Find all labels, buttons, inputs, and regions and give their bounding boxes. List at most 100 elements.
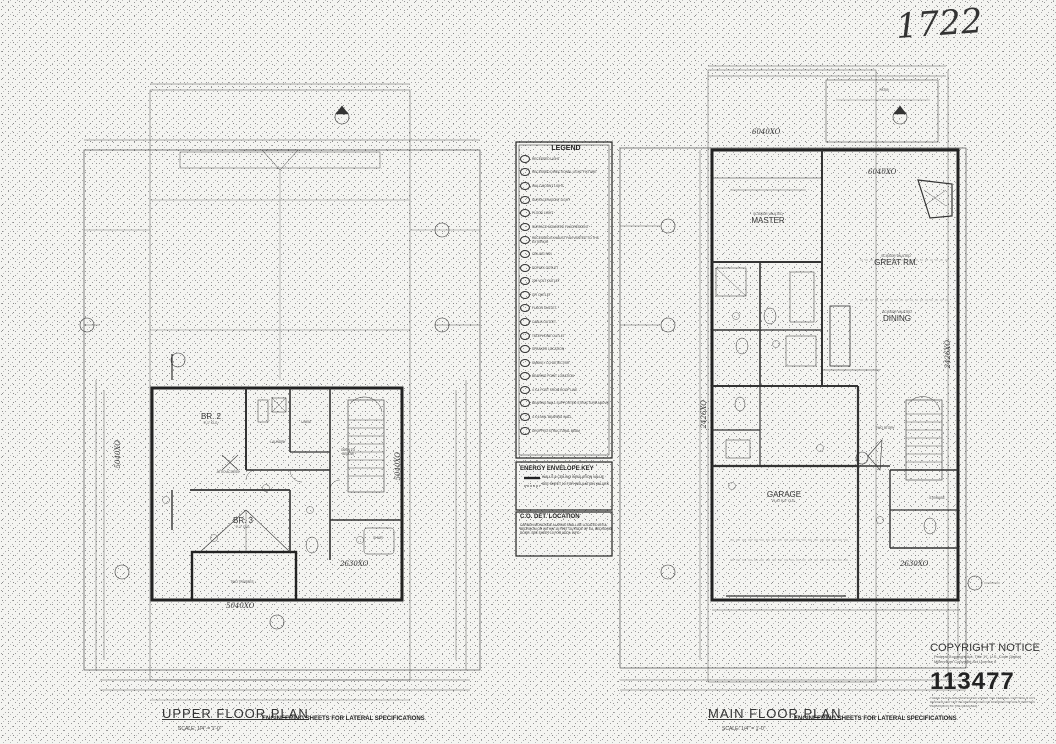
plan-number: 113477 xyxy=(930,668,1015,695)
legend-symbol-icon xyxy=(520,304,530,313)
legend-symbol-icon xyxy=(520,263,530,272)
legend-symbol-icon xyxy=(520,168,530,177)
energy-key-item: SEE SHEET 10 FOR INSULATION VALUES xyxy=(542,482,609,486)
room-name: BR. 3 xyxy=(232,516,253,525)
room-dining: SCISSOR VAULTED DINING xyxy=(872,310,922,323)
legend-item-label: RECESSED LIGHT xyxy=(532,156,560,161)
legend-item: DUPLEX OUTLET xyxy=(520,261,612,275)
label-shower: SHWR xyxy=(373,536,383,540)
main-roof-outline xyxy=(619,147,967,669)
room-br2: BR. 2 9'-1" CLG. xyxy=(186,412,236,425)
legend-item-label: 4 X 4 POST FROM ROOF LINE xyxy=(532,387,578,392)
legend-item-label: BEARING WALL SUPPORTED STRUCTURE ABOVE xyxy=(532,401,609,406)
legend-item-label: RECESSED DIRECTIONAL LIGHT FIXTURE xyxy=(532,170,597,175)
legend-symbol-icon xyxy=(520,358,530,367)
window-callout: 5040XO xyxy=(226,602,255,610)
legend-symbol-icon xyxy=(520,317,530,326)
label-storage: STORAGE xyxy=(929,496,945,500)
room-name: MASTER xyxy=(751,216,785,225)
main-plan-title: MAIN FLOOR PLAN xyxy=(708,706,842,721)
legend-symbol-icon xyxy=(520,413,530,422)
legend-item: 4 X 4 POST FROM ROOF LINE xyxy=(520,383,612,397)
legend-item-label: BEARING POINT LOCATION xyxy=(532,374,574,379)
legend-symbol-icon xyxy=(520,372,530,381)
legend-item: TELEPHONE OUTLET xyxy=(520,329,612,343)
legend-item-label: CABLE OUTLET xyxy=(532,319,556,324)
label-open-to-below: OPEN TO BELOW xyxy=(340,448,356,456)
room-name: DINING xyxy=(883,314,911,323)
legend-frame xyxy=(515,141,613,557)
legend-item: SURFACE MOUNTED FLUORESCENT xyxy=(520,220,612,234)
legend-item: CEILING FAN xyxy=(520,247,612,261)
room-name: BR. 2 xyxy=(200,412,221,421)
room-master: SCISSOR VAULTED MASTER xyxy=(742,212,794,225)
room-garage: GARAGE FLAT 9'-0" CLG. xyxy=(756,490,812,503)
main-plan-drawing xyxy=(619,65,1000,691)
upper-engineering-note: ENGINEERING SHEETS FOR LATERAL SPECIFICA… xyxy=(262,716,425,722)
copyright-text: Federal Copyright Act, Title 17, U.S. Co… xyxy=(934,654,1021,664)
window-callout: 6040XO xyxy=(868,168,897,176)
legend-item: FLOOR OUTLET xyxy=(520,302,612,316)
legend-item: DROPPED STRUCTURAL BEAM xyxy=(520,424,612,438)
legend-symbol-icon xyxy=(520,181,530,190)
legend-item-label: CEILING FAN xyxy=(532,251,552,256)
legend-item-label: SMOKE / CO DETECTOR xyxy=(532,360,570,365)
legend-item: WALL-MOUNT LIGHT xyxy=(520,179,612,193)
window-callout: 2426XO xyxy=(944,340,952,369)
room-name: GARAGE xyxy=(766,490,802,499)
legend-symbol-icon xyxy=(520,236,530,245)
legend-item-label: DROPPED STRUCTURAL BEAM xyxy=(532,428,580,433)
legend-item-label: 4 X 6 MIN. BEARING WALL xyxy=(532,415,572,420)
energy-envelope-key: ENERGY ENVELOPE KEY WALLS & CEILING INSU… xyxy=(520,466,612,486)
room-name: GREAT RM. xyxy=(874,258,918,267)
legend-item-label: RECESSED EXHAUST FAN VENTED TO THE EXTER… xyxy=(532,236,599,245)
window-callout: 5040XO xyxy=(394,452,402,481)
legend-item-label: FLOOR OUTLET xyxy=(532,306,557,311)
window-callout: 2426XO xyxy=(700,400,708,429)
legend-symbol-icon xyxy=(520,209,530,218)
room-ceiling: SCISSOR VAULTED xyxy=(881,254,911,258)
room-br3: BR. 3 9'-1" CLG. xyxy=(218,516,268,529)
room-ceiling: FLAT 9'-0" CLG. xyxy=(772,499,796,503)
legend-item-label: FLOOD LIGHT xyxy=(532,211,554,216)
window-callout: 2630XO xyxy=(340,560,369,568)
legend-item-label: SURFACE MOUNTED FLUORESCENT xyxy=(532,224,589,229)
legend-item: SPEAKER LOCATION xyxy=(520,342,612,356)
legend-item-label: WALL-MOUNT LIGHT xyxy=(532,183,564,188)
legend-symbol-icon xyxy=(520,249,530,258)
legend-item-label: 220 VOLT OUTLET xyxy=(532,279,560,284)
window-callout: 5040XO xyxy=(114,440,122,469)
legend-item-label: TELEPHONE OUTLET xyxy=(532,333,565,338)
energy-key-item: WALLS & CEILING INSULATION VALUE xyxy=(542,475,604,479)
copyright-title: COPYRIGHT NOTICE xyxy=(930,642,1040,654)
room-ceiling: SCISSOR VAULTED xyxy=(882,310,912,314)
window-callout: 2630XO xyxy=(900,560,929,568)
copyright-notice: COPYRIGHT NOTICE Federal Copyright Act, … xyxy=(930,642,1052,708)
legend-item: RECESSED DIRECTIONAL LIGHT FIXTURE xyxy=(520,166,612,180)
legend-item: 220 VOLT OUTLET xyxy=(520,274,612,288)
room-ceiling: 9'-1" CLG. xyxy=(235,525,251,529)
main-plan-scale: SCALE: 1/4" = 1'-0" xyxy=(722,726,766,732)
co-detector-location: C.O. DET. LOCATION CARBON MONOXIDE ALARM… xyxy=(520,514,612,535)
co-location-text: CARBON MONOXIDE ALARMS SHALL BE LOCATED … xyxy=(520,523,612,535)
legend-item: FLOOD LIGHT xyxy=(520,206,612,220)
legend-item: 4 X 6 MIN. BEARING WALL xyxy=(520,410,612,424)
legend-items: RECESSED LIGHT RECESSED DIRECTIONAL LIGHT… xyxy=(520,152,612,437)
legend-item: SMOKE / CO DETECTOR xyxy=(520,356,612,370)
legend-item-label: DUPLEX OUTLET xyxy=(532,265,559,270)
legend-symbol-icon xyxy=(520,195,530,204)
label-laundry: LAUNDRY xyxy=(270,440,286,444)
legend-item: RECESSED EXHAUST FAN VENTED TO THE EXTER… xyxy=(520,234,612,248)
legend-symbol-icon xyxy=(520,345,530,354)
label-two-trusses: TWO TRUSSES xyxy=(230,580,254,584)
legend-item: RECESSED LIGHT xyxy=(520,152,612,166)
legend-item: GFI OUTLET xyxy=(520,288,612,302)
label-patio: PATIO xyxy=(879,88,889,92)
legend-item-label: SPEAKER LOCATION xyxy=(532,347,565,352)
legend-item-label: GFI OUTLET xyxy=(532,292,551,297)
upper-plan-drawing xyxy=(79,83,481,701)
handwritten-sheet-number: 1722 xyxy=(894,1,984,47)
legend-symbol-icon xyxy=(520,399,530,408)
